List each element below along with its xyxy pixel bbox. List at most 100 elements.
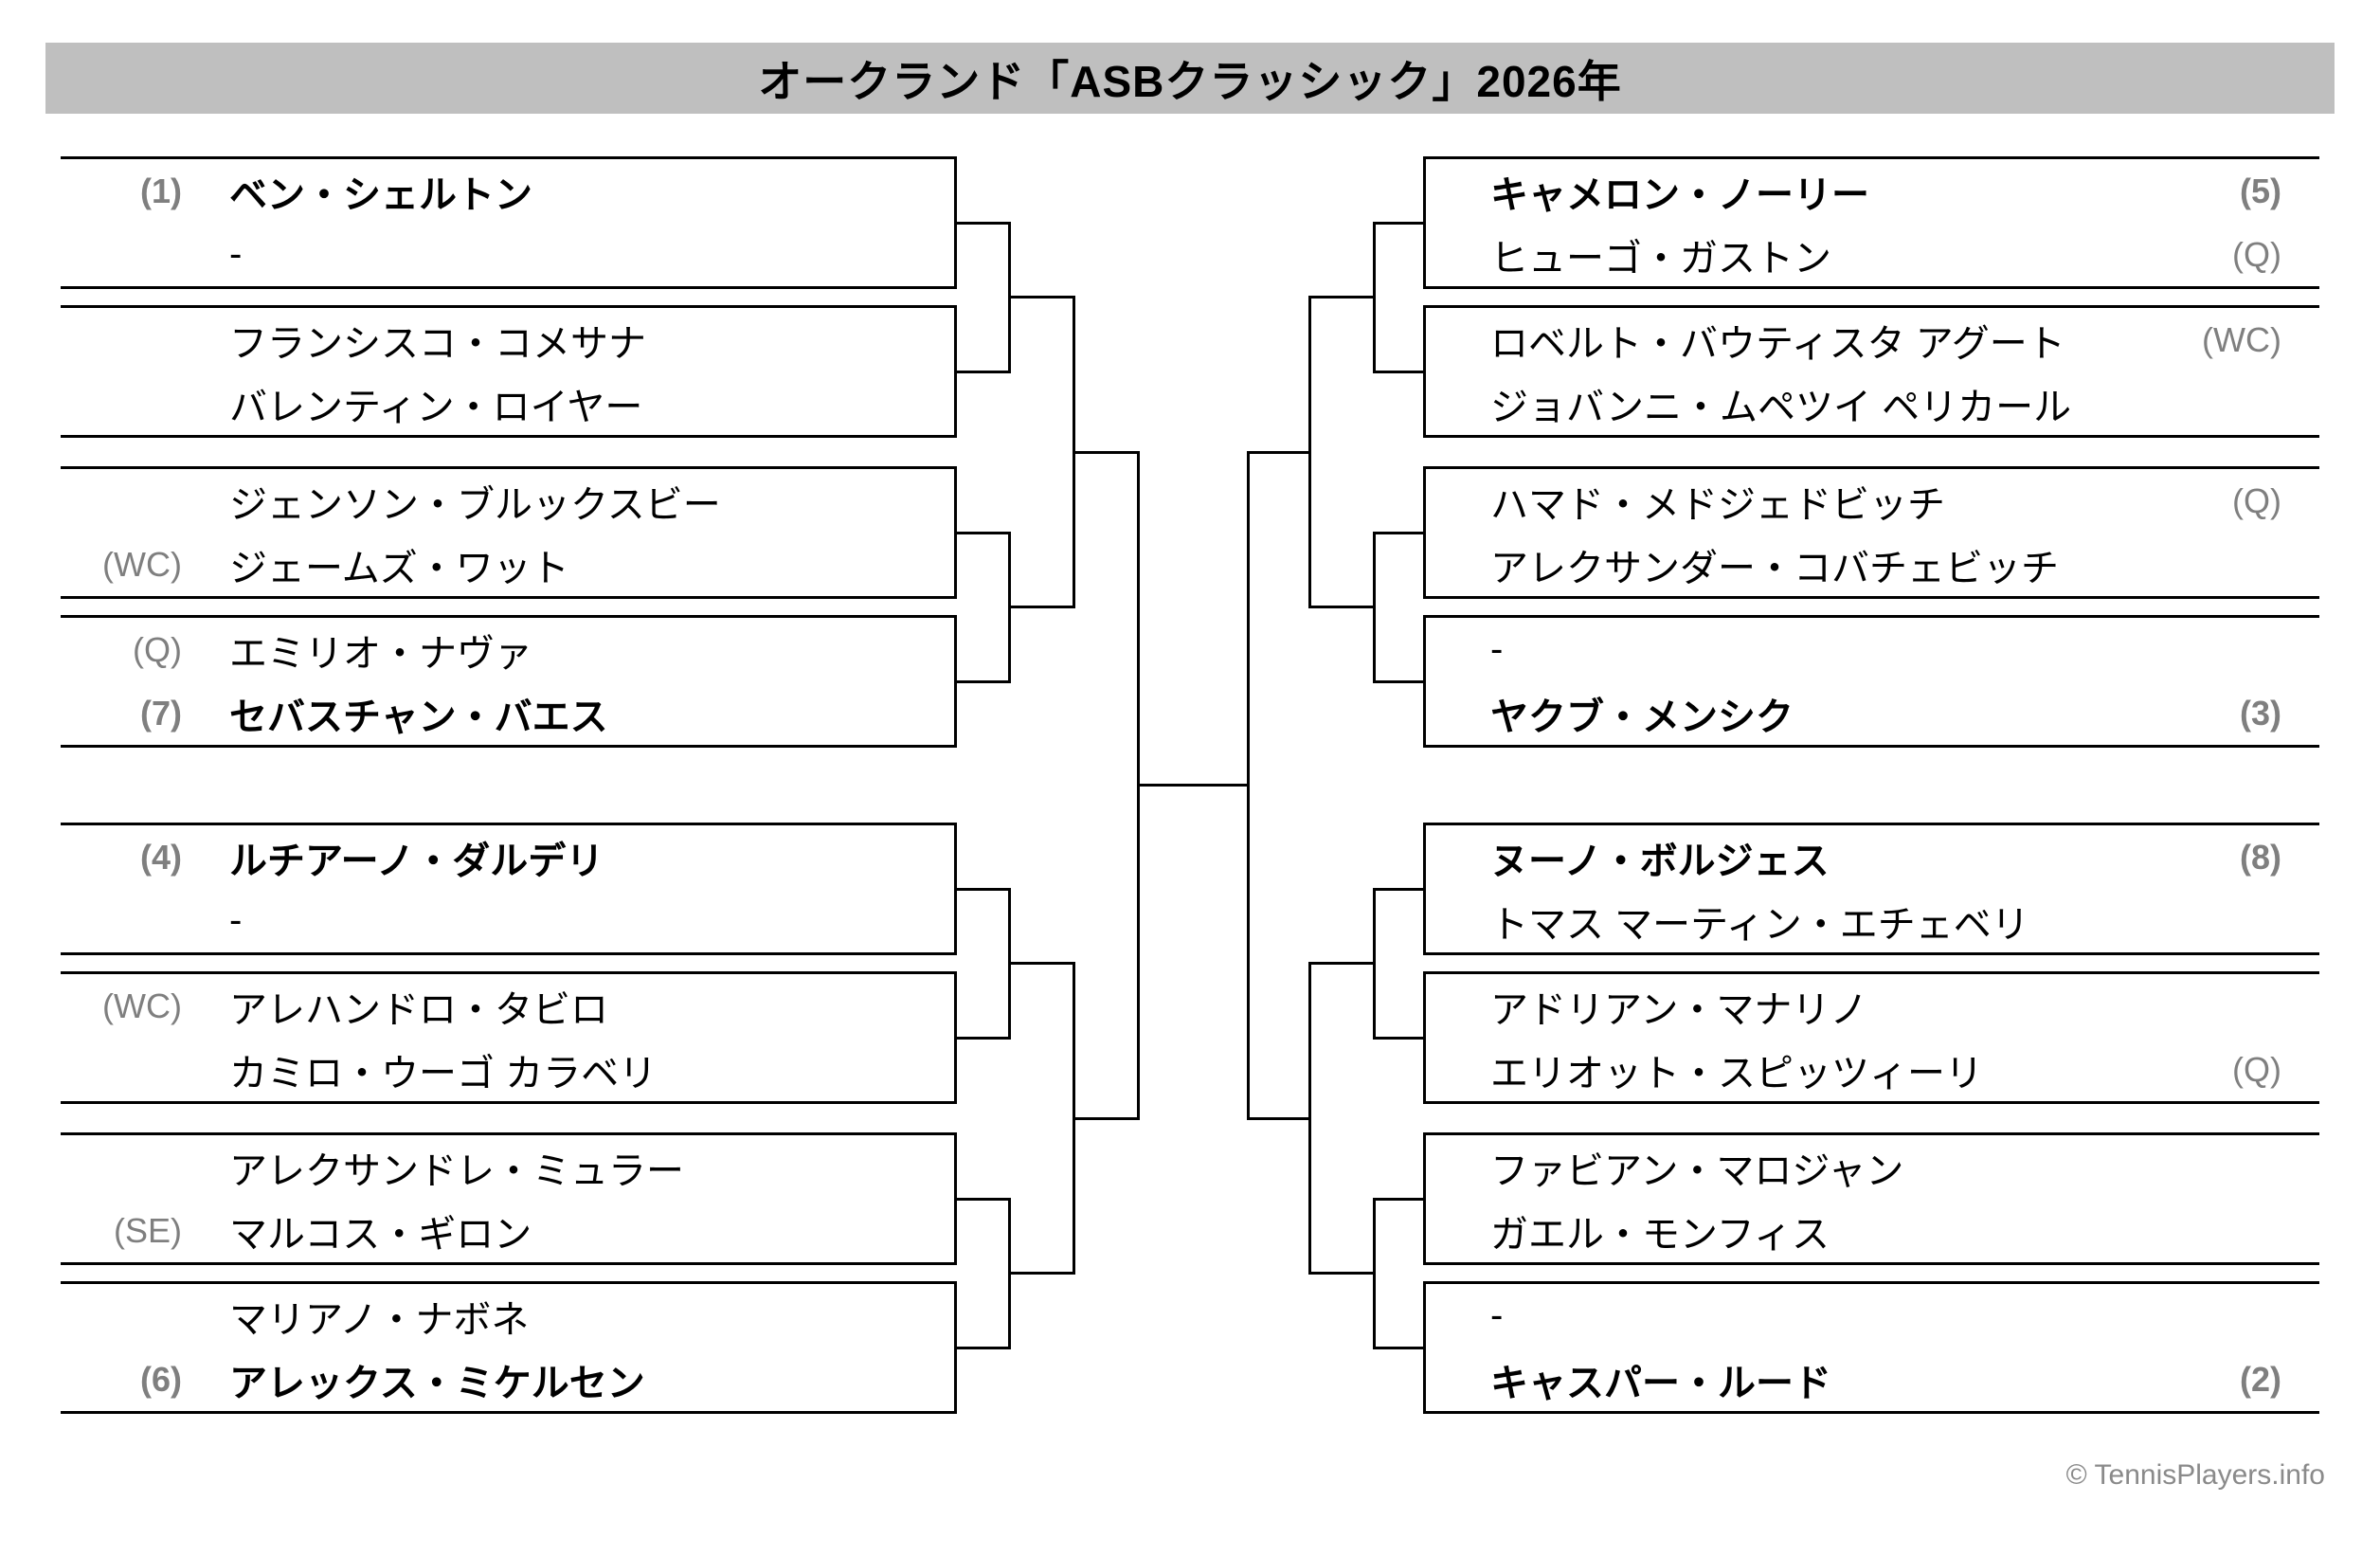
connector-line xyxy=(1373,1346,1423,1349)
player-p1: (WC)アレハンドロ・タビロ xyxy=(61,974,954,1038)
player-name: ヤクブ・メンシク xyxy=(1490,696,1794,738)
match-box-left-4: (Q)エミリオ・ナヴァ(7)セバスチャン・バエス xyxy=(61,615,957,748)
player-name: ヌーノ・ボルジェス xyxy=(1490,840,1830,882)
match-box-left-7: アレクサンドレ・ミュラー (SE) マルコス・ギロン xyxy=(61,1132,957,1265)
match-box-right-6: アドリアン・マナリノエリオット・スピッツィーリ (Q) xyxy=(1423,971,2319,1104)
player-p1: フランシスコ・コメサナ xyxy=(61,308,954,371)
connector-line xyxy=(1373,531,1423,534)
player-name: エリオット・スピッツィーリ xyxy=(1490,1052,1983,1095)
player-name: - xyxy=(1490,628,1504,670)
player-name: ロベルト・バウティスタ アグート xyxy=(1490,322,2065,365)
match-box-left-2: フランシスコ・コメサナバレンティン・ロイヤー xyxy=(61,305,957,438)
player-p2: (SE) マルコス・ギロン xyxy=(61,1199,954,1262)
player-p1: ヌーノ・ボルジェス (8) xyxy=(1426,825,2319,889)
connector-line xyxy=(1073,1116,1140,1120)
seed-badge: (5) xyxy=(2240,171,2281,210)
player-p2: (7)セバスチャン・バエス xyxy=(61,681,954,745)
seed-badge: (Q) xyxy=(2232,234,2281,274)
connector-line xyxy=(957,221,1011,225)
connector-line xyxy=(1308,606,1376,608)
match-box-left-5: (4)ルチアーノ・ダルデリ- xyxy=(61,823,957,955)
connector-line xyxy=(1373,370,1423,373)
player-p2: ヒューゴ・ガストン (Q) xyxy=(1426,223,2319,286)
player-name: アレックス・ミケルセン xyxy=(229,1362,645,1404)
player-name: ヒューゴ・ガストン xyxy=(1490,237,1831,280)
player-p2: ジョバンニ・ムペツイ ペリカール xyxy=(1426,371,2319,435)
player-p1: ジェンソン・ブルックスビー xyxy=(61,469,954,533)
connector-line xyxy=(957,370,1011,373)
seed-badge: (8) xyxy=(2240,837,2281,877)
player-name: ルチアーノ・ダルデリ xyxy=(229,840,604,882)
player-name: エミリオ・ナヴァ xyxy=(229,632,532,675)
connector-line xyxy=(1373,1197,1423,1201)
seed-badge: (1) xyxy=(140,171,182,210)
player-name: ハマド・メドジェドビッチ xyxy=(1490,483,1945,526)
connector-line xyxy=(1373,679,1423,683)
connector-line xyxy=(1008,606,1075,608)
player-name: - xyxy=(1490,1294,1504,1336)
connector-line xyxy=(1137,784,1250,787)
match-box-left-8: マリアノ・ナボネ(6)アレックス・ミケルセン xyxy=(61,1281,957,1414)
seed-badge: (4) xyxy=(140,837,182,877)
seed-badge: (3) xyxy=(2240,693,2281,733)
connector-line xyxy=(1008,296,1075,299)
match-box-left-1: (1) ベン・シェルトン - xyxy=(61,156,957,289)
match-box-right-5: ヌーノ・ボルジェス (8) トマス マーティン・エチェベリ xyxy=(1423,823,2319,955)
connector-line xyxy=(1247,450,1311,454)
match-box-right-1: キャメロン・ノーリー (5) ヒューゴ・ガストン (Q) xyxy=(1423,156,2319,289)
player-p2: キャスパー・ルード(2) xyxy=(1426,1348,2319,1411)
player-p2: バレンティン・ロイヤー xyxy=(61,371,954,435)
player-name: ベン・シェルトン xyxy=(229,173,532,216)
player-name: アドリアン・マナリノ xyxy=(1490,988,1868,1031)
player-p1: キャメロン・ノーリー (5) xyxy=(1426,159,2319,223)
connector-line xyxy=(1373,887,1423,891)
seed-badge: (Q) xyxy=(2232,1049,2281,1089)
player-name: マルコス・ギロン xyxy=(229,1213,532,1256)
player-name: ジョバンニ・ムペツイ ペリカール xyxy=(1490,386,2072,428)
player-p2: アレクサンダー・コバチェビッチ xyxy=(1426,533,2319,596)
seed-badge: (WC) xyxy=(2202,319,2281,359)
match-box-right-8: - キャスパー・ルード(2) xyxy=(1423,1281,2319,1414)
player-p2: - xyxy=(61,223,954,286)
seed-badge: (2) xyxy=(2240,1359,2281,1399)
player-name: ジェームズ・ワット xyxy=(229,547,569,589)
player-name: アレクサンドレ・ミュラー xyxy=(229,1149,684,1192)
player-p2: ヤクブ・メンシク (3) xyxy=(1426,681,2319,745)
seed-badge: (Q) xyxy=(2232,480,2281,520)
connector-line xyxy=(1073,450,1140,454)
player-p1: (Q)エミリオ・ナヴァ xyxy=(61,618,954,681)
player-p2: トマス マーティン・エチェベリ xyxy=(1426,889,2319,952)
seed-badge: (SE) xyxy=(114,1210,182,1250)
connector-line xyxy=(1008,962,1075,965)
connector-line xyxy=(1247,1116,1311,1120)
match-box-right-2: ロベルト・バウティスタ アグート (WC) ジョバンニ・ムペツイ ペリカール xyxy=(1423,305,2319,438)
player-p2: ガエル・モンフィス xyxy=(1426,1199,2319,1262)
player-name: キャメロン・ノーリー xyxy=(1490,173,1869,216)
connector-line xyxy=(957,1036,1011,1040)
copyright-credit: © TennisPlayers.info xyxy=(2065,1459,2325,1491)
player-name: マリアノ・ナボネ xyxy=(229,1298,530,1341)
player-name: - xyxy=(229,233,243,275)
player-p1: アレクサンドレ・ミュラー xyxy=(61,1135,954,1199)
player-name: フランシスコ・コメサナ xyxy=(229,322,646,365)
connector-line xyxy=(957,679,1011,683)
player-name: ファビアン・マロジャン xyxy=(1490,1149,1904,1192)
player-name: ガエル・モンフィス xyxy=(1490,1213,1830,1256)
player-name: セバスチャン・バエス xyxy=(229,696,608,738)
player-name: ジェンソン・ブルックスビー xyxy=(229,483,721,526)
player-p1: ロベルト・バウティスタ アグート (WC) xyxy=(1426,308,2319,371)
player-p1: ファビアン・マロジャン xyxy=(1426,1135,2319,1199)
player-name: カミロ・ウーゴ カラベリ xyxy=(229,1052,658,1095)
player-p1: アドリアン・マナリノ xyxy=(1426,974,2319,1038)
match-box-right-4: - ヤクブ・メンシク (3) xyxy=(1423,615,2319,748)
tournament-title-bar: オークランド「ASBクラッシック」2026年 xyxy=(45,43,2335,114)
tournament-title: オークランド「ASBクラッシック」2026年 xyxy=(758,56,1622,106)
player-name: アレクサンダー・コバチェビッチ xyxy=(1490,547,2059,589)
connector-line xyxy=(1008,1272,1075,1275)
player-p2: エリオット・スピッツィーリ (Q) xyxy=(1426,1038,2319,1101)
connector-line xyxy=(1308,962,1376,965)
connector-line xyxy=(957,887,1011,891)
player-p1: ハマド・メドジェドビッチ (Q) xyxy=(1426,469,2319,533)
player-name: トマス マーティン・エチェベリ xyxy=(1490,903,2029,946)
